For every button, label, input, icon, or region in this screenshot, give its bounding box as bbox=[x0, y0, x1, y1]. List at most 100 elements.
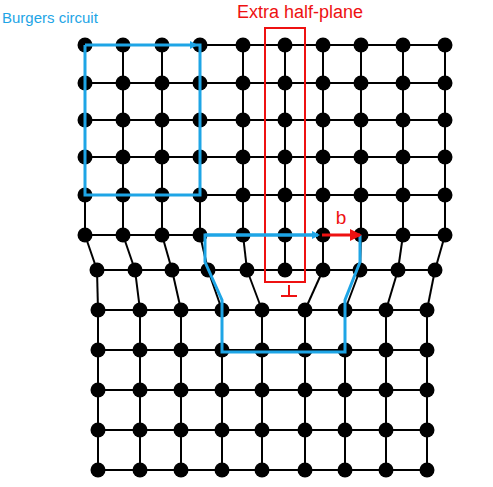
atom bbox=[278, 38, 293, 53]
atom bbox=[174, 423, 189, 438]
atom bbox=[396, 76, 411, 91]
atom bbox=[396, 38, 411, 53]
atom bbox=[255, 423, 270, 438]
atom bbox=[236, 38, 251, 53]
burgers-vector-label: b bbox=[336, 208, 347, 229]
atom bbox=[438, 38, 453, 53]
atom bbox=[91, 303, 106, 318]
atom bbox=[116, 76, 131, 91]
atom bbox=[278, 76, 293, 91]
atom bbox=[255, 463, 270, 478]
atom bbox=[236, 188, 251, 203]
atom bbox=[278, 113, 293, 128]
atom bbox=[354, 38, 369, 53]
dislocation-symbol bbox=[281, 285, 297, 296]
burgers-circuit-label: Burgers circuit bbox=[2, 10, 98, 27]
atom bbox=[379, 383, 394, 398]
atom bbox=[155, 113, 170, 128]
atom bbox=[116, 150, 131, 165]
atom bbox=[133, 343, 148, 358]
atom bbox=[354, 76, 369, 91]
atom bbox=[420, 343, 435, 358]
atom bbox=[215, 463, 230, 478]
atom bbox=[396, 228, 411, 243]
atom bbox=[316, 263, 331, 278]
atom bbox=[338, 423, 353, 438]
atom bbox=[278, 263, 293, 278]
atom bbox=[396, 188, 411, 203]
atom bbox=[133, 463, 148, 478]
atom bbox=[165, 263, 180, 278]
atom bbox=[128, 263, 143, 278]
atom bbox=[428, 263, 443, 278]
atom bbox=[420, 303, 435, 318]
extra-half-plane-box bbox=[265, 28, 305, 282]
atom bbox=[174, 343, 189, 358]
atom bbox=[90, 263, 105, 278]
atom bbox=[155, 76, 170, 91]
atom bbox=[298, 343, 313, 358]
atom bbox=[174, 383, 189, 398]
atom bbox=[91, 343, 106, 358]
atom bbox=[354, 150, 369, 165]
atom bbox=[236, 150, 251, 165]
atom bbox=[354, 113, 369, 128]
atom bbox=[379, 463, 394, 478]
atom bbox=[278, 188, 293, 203]
atom bbox=[298, 383, 313, 398]
atom bbox=[338, 463, 353, 478]
burgers-circuit-closed bbox=[85, 45, 200, 195]
atom bbox=[133, 303, 148, 318]
extra-half-plane-label: Extra half-plane bbox=[237, 3, 363, 23]
bond bbox=[85, 234, 445, 236]
atom bbox=[236, 76, 251, 91]
atom bbox=[155, 228, 170, 243]
atom bbox=[255, 343, 270, 358]
atom bbox=[438, 150, 453, 165]
atom bbox=[215, 423, 230, 438]
atom bbox=[438, 76, 453, 91]
atom bbox=[133, 423, 148, 438]
atom bbox=[174, 303, 189, 318]
atom bbox=[240, 263, 255, 278]
atom bbox=[255, 383, 270, 398]
atom bbox=[91, 423, 106, 438]
atom bbox=[116, 113, 131, 128]
atom bbox=[396, 150, 411, 165]
atom bbox=[91, 383, 106, 398]
atom bbox=[438, 188, 453, 203]
atom bbox=[316, 188, 331, 203]
atom bbox=[298, 303, 313, 318]
atom bbox=[133, 383, 148, 398]
atom bbox=[316, 113, 331, 128]
atom bbox=[298, 463, 313, 478]
atom bbox=[298, 423, 313, 438]
atom bbox=[338, 383, 353, 398]
atom bbox=[215, 383, 230, 398]
atom bbox=[438, 228, 453, 243]
atom bbox=[316, 76, 331, 91]
atom bbox=[420, 423, 435, 438]
atom bbox=[316, 150, 331, 165]
atom bbox=[78, 228, 93, 243]
atom bbox=[236, 113, 251, 128]
burgers-circuit-open bbox=[205, 235, 360, 352]
atom bbox=[420, 383, 435, 398]
atom bbox=[354, 188, 369, 203]
atom bbox=[438, 113, 453, 128]
burgers-circuit-arrow bbox=[205, 234, 318, 237]
atom bbox=[316, 38, 331, 53]
atom bbox=[255, 303, 270, 318]
atom bbox=[396, 113, 411, 128]
atom bbox=[379, 343, 394, 358]
atom bbox=[116, 228, 131, 243]
atom bbox=[420, 463, 435, 478]
atom bbox=[278, 150, 293, 165]
atom bbox=[379, 303, 394, 318]
atom bbox=[391, 263, 406, 278]
atom bbox=[155, 150, 170, 165]
burgers-vector bbox=[322, 234, 360, 237]
atom bbox=[174, 463, 189, 478]
atom bbox=[379, 423, 394, 438]
